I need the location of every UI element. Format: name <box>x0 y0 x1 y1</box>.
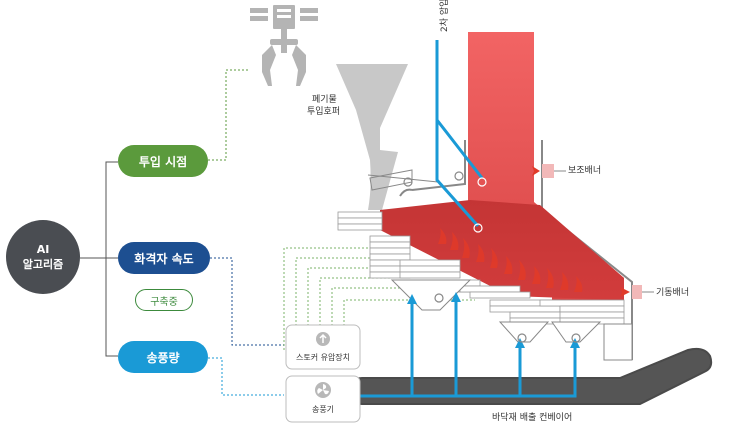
start-burner-icon <box>620 285 654 299</box>
hopper-label-line1: 폐기물 <box>312 95 337 105</box>
crane-claw-icon <box>250 5 318 86</box>
flame-icon <box>438 228 583 292</box>
feed-timing-pill: 투입 시점 <box>118 145 208 177</box>
air-ducts <box>350 40 577 398</box>
stoker-grate <box>337 211 625 325</box>
building-badge: 구축중 <box>135 289 193 311</box>
aux-burner-label: 보조배너 <box>568 166 602 176</box>
air-arrows <box>407 292 580 348</box>
hopper-label-line2: 투입호퍼 <box>307 107 341 117</box>
stoker-device-label: 스토커 유압장치 <box>295 353 351 362</box>
air-nozzles <box>403 171 581 343</box>
blower-device-label: 송풍기 <box>311 405 335 414</box>
start-burner-label: 기동배너 <box>656 288 690 298</box>
air-flow-pill: 송풍량 <box>118 341 208 373</box>
ai-algorithm-node: AI 알고리즘 <box>6 220 80 294</box>
ash-hoppers <box>390 279 633 361</box>
ai-line2: 알고리즘 <box>22 258 64 271</box>
ai-connector-lines <box>80 161 118 357</box>
grate-speed-pill: 화격자 속도 <box>118 242 210 274</box>
secondary-air-label: 2차 압입송풍기 <box>440 0 450 32</box>
ai-line1: AI <box>36 243 50 256</box>
aux-burner-icon <box>532 164 566 178</box>
bottom-conveyor-label: 바닥재 배출 컨베이어 <box>492 413 573 423</box>
furnace-upper-chamber <box>468 32 624 300</box>
blower-device-box <box>285 375 361 423</box>
stoker-device-box <box>285 324 361 370</box>
